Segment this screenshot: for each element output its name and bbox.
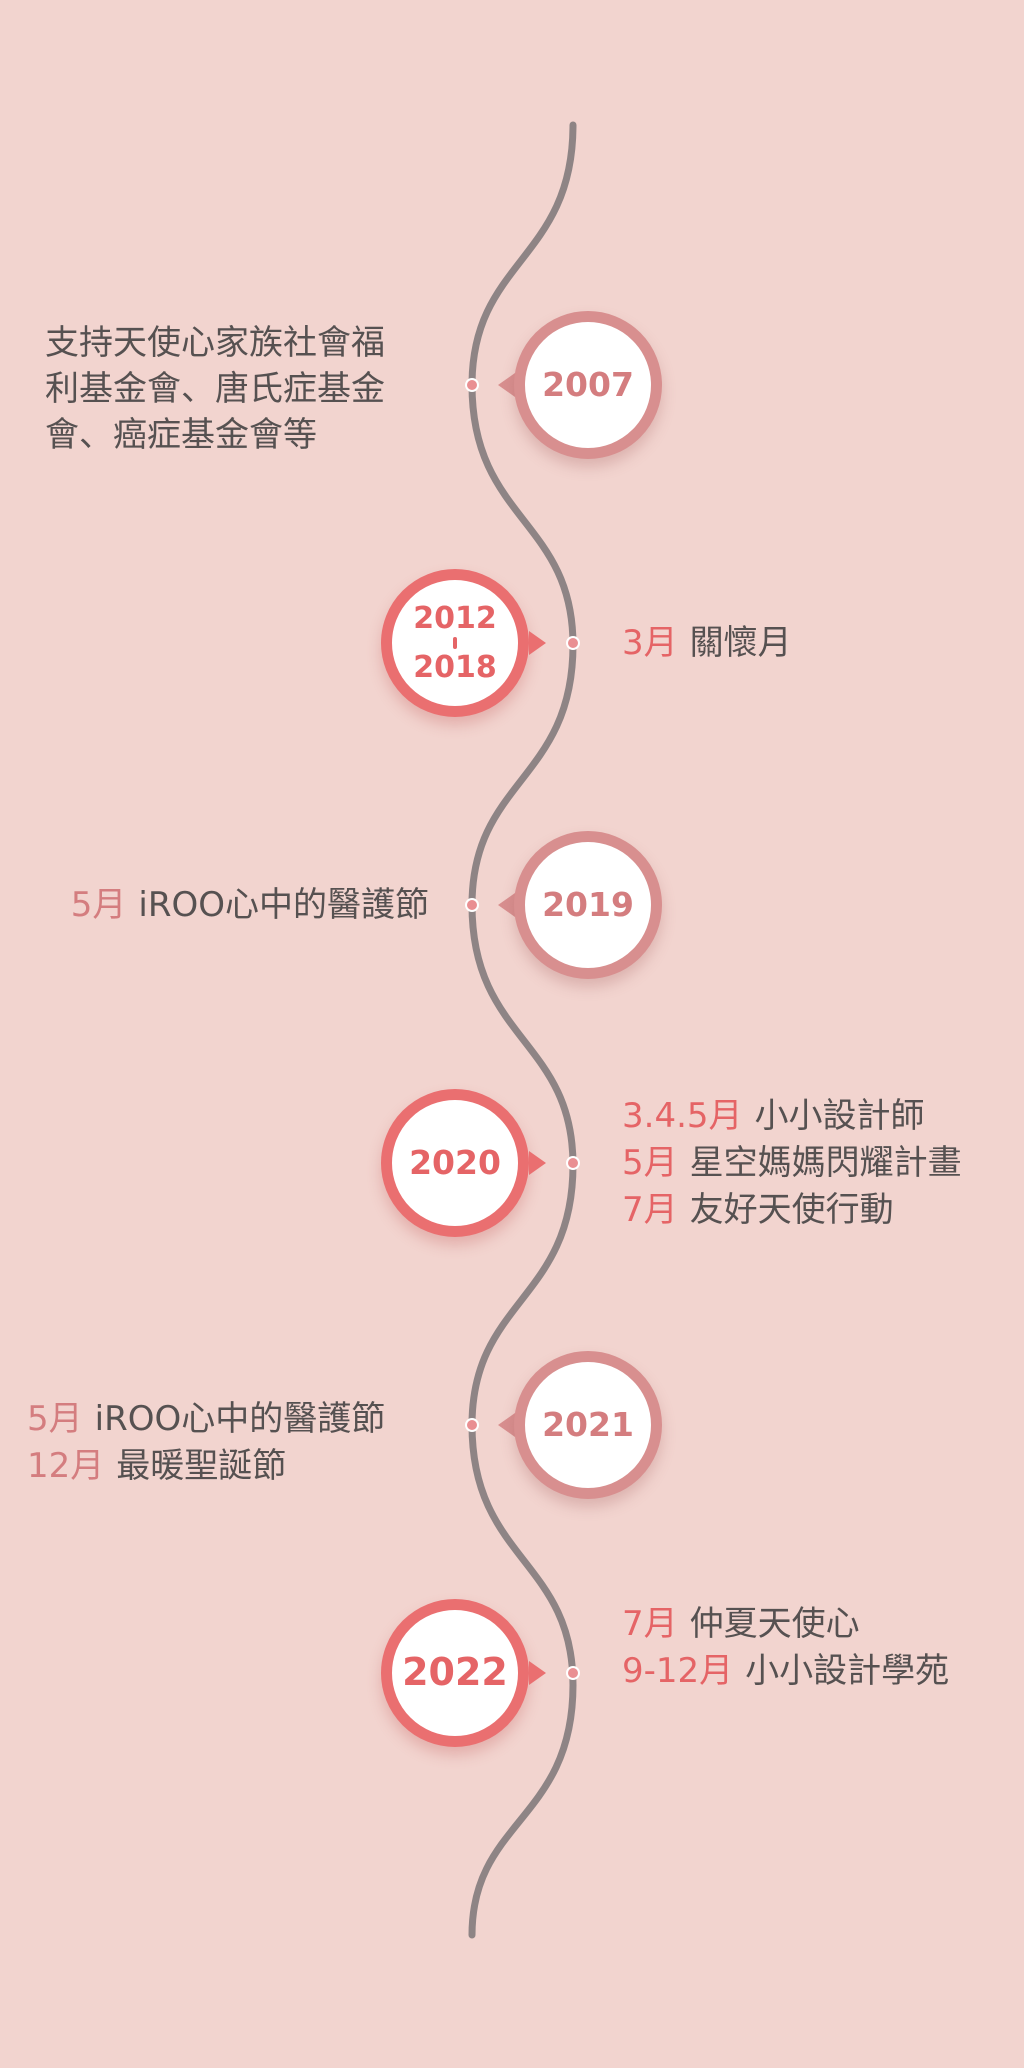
entry-2022-items: 7月仲夏天使心 9-12月小小設計學苑: [622, 1601, 949, 1695]
item-month: 12月: [27, 1446, 105, 1486]
item-text: 小小設計師: [754, 1096, 925, 1136]
timeline-item: 3.4.5月小小設計師: [622, 1093, 962, 1140]
timeline-item: 5月 iROO心中的醫護節: [71, 882, 429, 929]
timeline-item: 12月最暖聖誕節: [27, 1443, 385, 1490]
item-text: 最暖聖誕節: [116, 1446, 287, 1486]
year-badge-2022: 2022: [381, 1599, 529, 1747]
timeline-item: 7月友好天使行動: [622, 1187, 962, 1234]
year-badge-2021: 2021: [514, 1351, 662, 1499]
year-label: 2019: [542, 884, 634, 924]
year-badge-2007: 2007: [514, 311, 662, 459]
timeline-dot-2012-2018: [566, 636, 580, 650]
year-badge-2019: 2019: [514, 831, 662, 979]
item-text: 關懷月: [689, 623, 792, 663]
item-month: 5月: [622, 1143, 678, 1183]
timeline-item: 5月 iROO心中的醫護節: [27, 1396, 385, 1443]
timeline-item: 3月關懷月: [622, 620, 792, 667]
item-text: 星空媽媽閃耀計畫: [689, 1143, 962, 1183]
item-month: 7月: [622, 1190, 678, 1230]
year-badge-2012-2018: 2012 2018: [381, 569, 529, 717]
badge-pointer-2022: [529, 1661, 546, 1685]
timeline-dot-2022: [566, 1666, 580, 1680]
entry-2007-line: 會、癌症基金會等: [45, 415, 317, 455]
item-text: iROO心中的醫護節: [138, 885, 429, 925]
item-month: 7月: [622, 1604, 678, 1644]
item-month: 3.4.5月: [622, 1096, 743, 1136]
year-badge-2020: 2020: [381, 1089, 529, 1237]
entry-2019-items: 5月 iROO心中的醫護節: [71, 882, 429, 929]
entry-2007-line: 支持天使心家族社會福: [45, 323, 385, 363]
item-text: 友好天使行動: [689, 1190, 894, 1230]
item-text: iROO心中的醫護節: [94, 1399, 386, 1439]
timeline-dot-2021: [465, 1418, 479, 1432]
year-end-label: 2018: [413, 650, 497, 685]
badge-pointer-2007: [498, 373, 515, 397]
badge-pointer-2020: [529, 1151, 546, 1175]
badge-pointer-2012-2018: [529, 631, 546, 655]
timeline-dot-2019: [465, 898, 479, 912]
year-label: 2020: [409, 1142, 501, 1182]
entry-2020-items: 3.4.5月小小設計師 5月星空媽媽閃耀計畫 7月友好天使行動: [622, 1093, 962, 1234]
timeline-item: 7月仲夏天使心: [622, 1601, 949, 1648]
timeline-item: 9-12月小小設計學苑: [622, 1648, 949, 1695]
year-range-dash: [453, 637, 457, 649]
year-start-label: 2012: [413, 600, 497, 636]
year-label: 2022: [402, 1650, 508, 1695]
year-label: 2021: [542, 1404, 634, 1444]
timeline-dot-2020: [566, 1156, 580, 1170]
badge-pointer-2019: [498, 893, 515, 917]
item-text: 小小設計學苑: [745, 1651, 950, 1691]
item-month: 5月: [27, 1399, 83, 1439]
item-month: 5月: [70, 885, 127, 925]
entry-2007-line: 利基金會、唐氏症基金: [45, 369, 385, 409]
item-text: 仲夏天使心: [689, 1604, 860, 1644]
badge-pointer-2021: [498, 1413, 515, 1437]
entry-2012-2018-items: 3月關懷月: [622, 620, 792, 667]
entry-2007-description: 支持天使心家族社會福 利基金會、唐氏症基金 會、癌症基金會等: [45, 320, 385, 458]
timeline-item: 5月星空媽媽閃耀計畫: [622, 1140, 962, 1187]
item-month: 3月: [622, 623, 678, 663]
year-label: 2007: [542, 364, 634, 404]
item-month: 9-12月: [622, 1651, 734, 1691]
timeline-dot-2007: [465, 378, 479, 392]
entry-2021-items: 5月 iROO心中的醫護節 12月最暖聖誕節: [27, 1396, 385, 1490]
